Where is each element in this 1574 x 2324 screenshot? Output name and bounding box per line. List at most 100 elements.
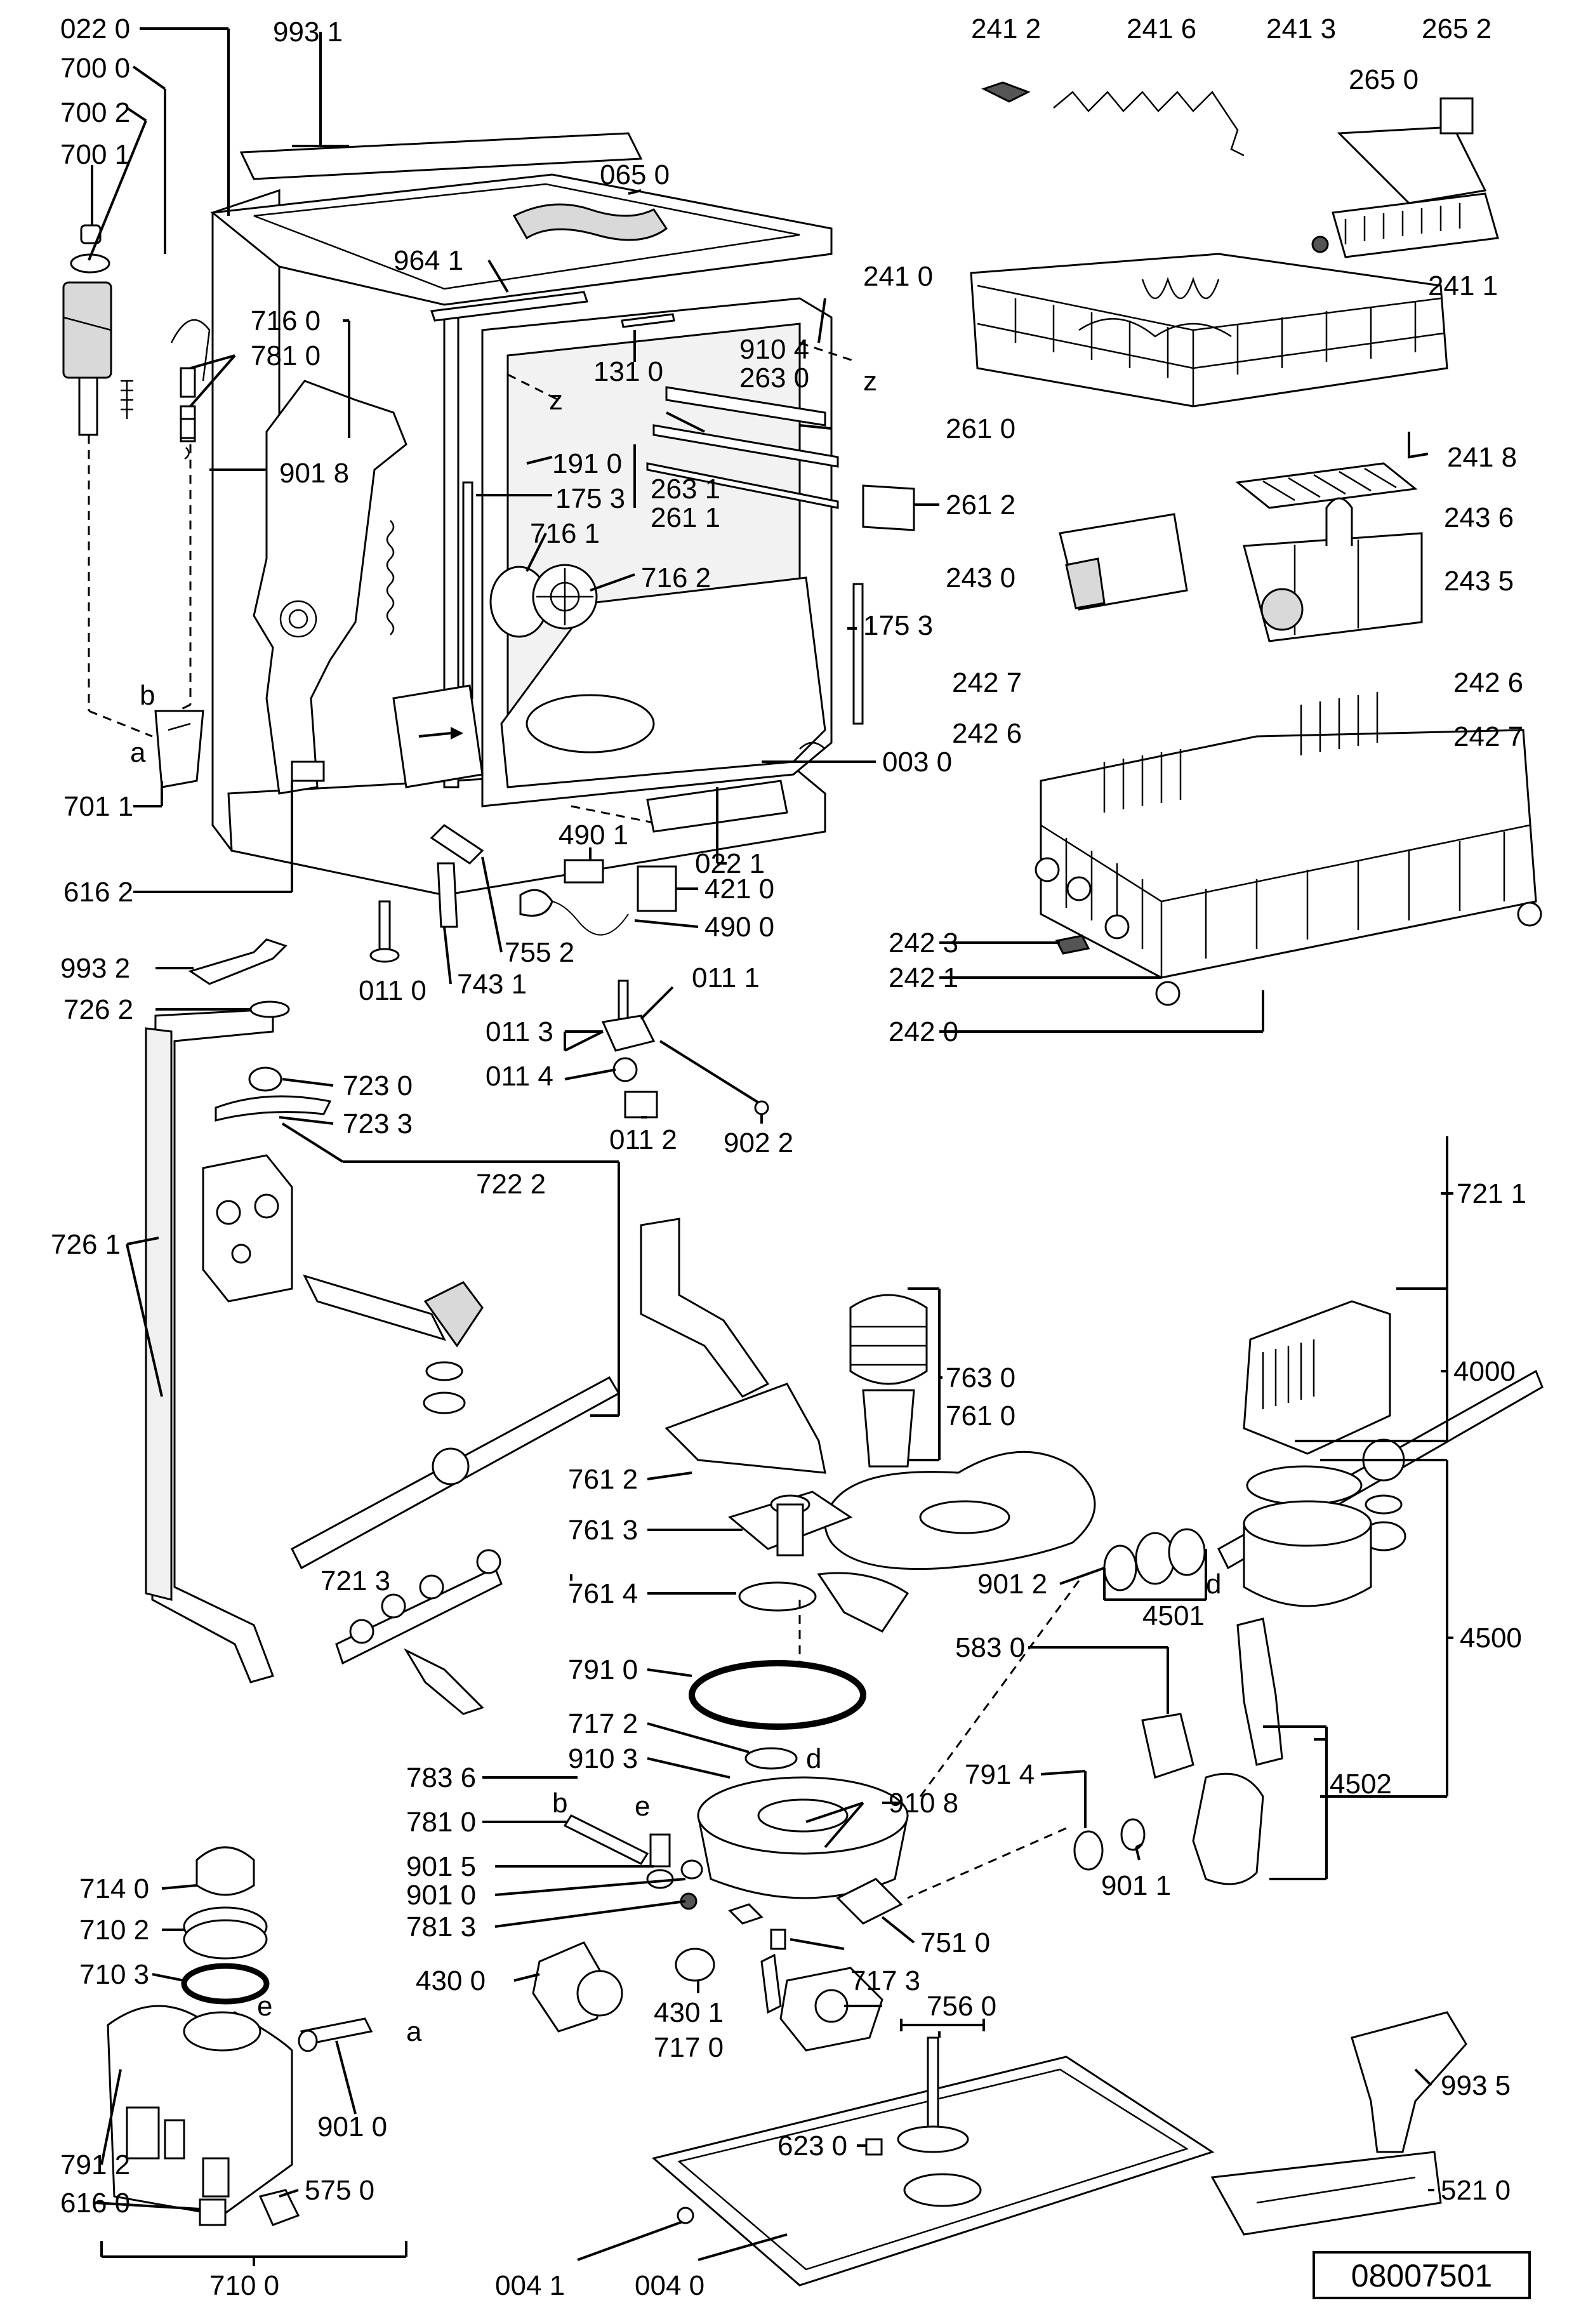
label-241-1: 241 1 xyxy=(1428,270,1498,302)
label-901-5: 901 5 xyxy=(406,1851,476,1882)
label-421-0: 421 0 xyxy=(704,873,774,905)
label-910-3: 910 3 xyxy=(568,1743,638,1774)
label-242-7-b: 242 7 xyxy=(1453,721,1523,752)
label-261-2: 261 2 xyxy=(946,489,1015,521)
letter-d-1: d xyxy=(806,1743,821,1774)
label-901-0: 901 0 xyxy=(406,1880,476,1911)
label-011-4: 011 4 xyxy=(486,1061,553,1092)
label-243-0: 243 0 xyxy=(946,562,1015,594)
label-430-0: 430 0 xyxy=(416,1965,486,1996)
label-993-1: 993 1 xyxy=(273,17,343,48)
label-716-0: 716 0 xyxy=(251,305,321,336)
label-726-2: 726 2 xyxy=(63,994,133,1025)
label-241-2: 241 2 xyxy=(971,13,1041,44)
spray-arms-circulation xyxy=(145,1000,1544,1715)
sump-pump-parts: b e d d xyxy=(532,1218,1391,2052)
label-263-0: 263 0 xyxy=(739,362,809,394)
label-710-2: 710 2 xyxy=(79,1915,149,1946)
label-616-2: 616 2 xyxy=(63,877,133,908)
label-993-2: 993 2 xyxy=(60,953,130,984)
label-716-1: 716 1 xyxy=(530,518,600,549)
base-plate-parts xyxy=(651,2011,1467,2287)
label-700-0: 700 0 xyxy=(60,53,130,84)
label-761-3: 761 3 xyxy=(568,1515,638,1546)
label-243-5: 243 5 xyxy=(1444,566,1514,597)
label-751-0: 751 0 xyxy=(920,1927,990,1958)
label-004-0: 004 0 xyxy=(635,2270,704,2301)
label-011-0: 011 0 xyxy=(359,975,427,1006)
label-241-6: 241 6 xyxy=(1127,13,1196,44)
label-700-2: 700 2 xyxy=(60,97,130,128)
label-242-6-a: 242 6 xyxy=(1453,667,1523,698)
label-241-8: 241 8 xyxy=(1447,442,1517,473)
label-761-2: 761 2 xyxy=(568,1464,638,1495)
letter-a-2: a xyxy=(406,2016,422,2047)
label-241-0: 241 0 xyxy=(863,261,933,292)
label-791-0: 791 0 xyxy=(568,1654,638,1685)
label-242-3: 242 3 xyxy=(889,927,958,959)
label-4000: 4000 xyxy=(1453,1356,1516,1387)
label-011-2: 011 2 xyxy=(609,1124,677,1155)
label-623-0: 623 0 xyxy=(777,2130,847,2161)
label-721-3: 721 3 xyxy=(321,1565,390,1597)
label-022-0: 022 0 xyxy=(60,13,130,44)
label-242-6-b: 242 6 xyxy=(952,718,1022,749)
label-714-0: 714 0 xyxy=(79,1873,149,1904)
label-781-0: 781 0 xyxy=(251,340,321,371)
label-722-2: 722 2 xyxy=(476,1169,546,1200)
label-521-0: 521 0 xyxy=(1441,2175,1511,2206)
label-901-8: 901 8 xyxy=(279,458,349,489)
label-003-0: 003 0 xyxy=(882,747,952,778)
label-243-6: 243 6 xyxy=(1444,502,1514,533)
letter-e-1: e xyxy=(635,1791,650,1822)
water-softener-parts: e a xyxy=(100,1846,422,2258)
part-labels: 022 0 700 0 700 2 700 1 993 1 065 0 964 … xyxy=(51,13,1526,2301)
label-241-3: 241 3 xyxy=(1266,13,1336,44)
label-901-2: 901 2 xyxy=(977,1569,1047,1600)
label-490-0: 490 0 xyxy=(704,912,774,943)
letter-z-1: z xyxy=(549,385,563,416)
label-717-0: 717 0 xyxy=(654,2032,724,2063)
label-261-0: 261 0 xyxy=(946,413,1015,444)
label-902-2: 902 2 xyxy=(724,1127,793,1159)
inlet-valve-parts: b a xyxy=(62,224,211,788)
label-011-1: 011 1 xyxy=(692,962,760,993)
label-700-1: 700 1 xyxy=(60,139,130,170)
label-781-3: 781 3 xyxy=(406,1911,476,1942)
letter-d-2: d xyxy=(1206,1569,1221,1600)
label-242-1: 242 1 xyxy=(889,962,958,993)
label-717-3: 717 3 xyxy=(850,1965,920,1996)
label-964-1: 964 1 xyxy=(394,245,463,276)
letter-b-2: b xyxy=(552,1788,567,1819)
label-261-1: 261 1 xyxy=(651,502,720,533)
leader-lines xyxy=(88,27,1453,2266)
label-755-2: 755 2 xyxy=(505,937,574,968)
letter-e-2: e xyxy=(257,1991,272,2022)
label-901-1: 901 1 xyxy=(1101,1870,1171,1901)
label-583-0: 583 0 xyxy=(955,1632,1025,1663)
label-756-0: 756 0 xyxy=(927,1991,996,2022)
diagram-id: 08007501 xyxy=(1351,2258,1492,2294)
label-242-0: 242 0 xyxy=(889,1016,958,1047)
label-175-3-b: 175 3 xyxy=(863,610,933,641)
label-131-0: 131 0 xyxy=(593,356,663,387)
label-723-0: 723 0 xyxy=(343,1070,413,1101)
label-763-0: 763 0 xyxy=(946,1362,1015,1393)
label-430-1: 430 1 xyxy=(654,1997,724,2028)
label-710-0: 710 0 xyxy=(209,2270,279,2301)
label-901-0-b: 901 0 xyxy=(317,2111,387,2142)
label-242-7-a: 242 7 xyxy=(952,667,1022,698)
label-490-1: 490 1 xyxy=(559,820,628,851)
label-011-3: 011 3 xyxy=(486,1016,553,1047)
label-265-2: 265 2 xyxy=(1422,13,1491,44)
label-4500: 4500 xyxy=(1460,1623,1522,1654)
label-791-4: 791 4 xyxy=(965,1759,1035,1790)
label-761-0: 761 0 xyxy=(946,1400,1015,1431)
label-761-4: 761 4 xyxy=(568,1578,638,1609)
label-993-5: 993 5 xyxy=(1441,2070,1511,2101)
label-716-2: 716 2 xyxy=(641,562,711,594)
label-701-1: 701 1 xyxy=(63,791,133,822)
label-710-3: 710 3 xyxy=(79,1959,149,1990)
label-022-1: 022 1 xyxy=(695,848,765,879)
